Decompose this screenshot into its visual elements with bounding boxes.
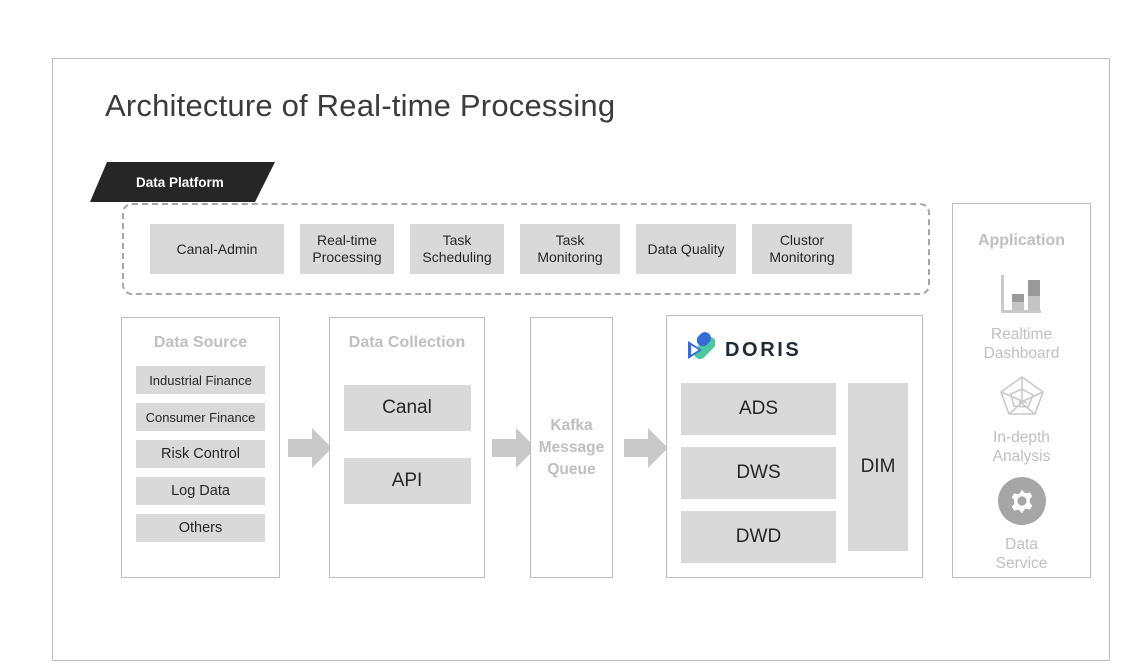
doris-layer-dwd[interactable]: DWD <box>681 511 836 563</box>
doris-logo <box>685 332 716 369</box>
doris-logo-row: DORIS <box>685 332 922 369</box>
radar-chart-icon <box>997 373 1047 424</box>
data-source-item[interactable]: Others <box>136 514 265 542</box>
doris-layer-list: ADS DWS DWD <box>681 383 836 563</box>
platform-tile-label: Canal-Admin <box>176 240 258 257</box>
data-source-item[interactable]: Industrial Finance <box>136 366 265 394</box>
data-collection-item[interactable]: Canal <box>343 385 471 431</box>
doris-wordmark: DORIS <box>725 339 802 361</box>
doris-layer-dws[interactable]: DWS <box>681 447 836 499</box>
data-source-heading: Data Source <box>153 334 248 351</box>
bar-chart-icon <box>998 272 1044 321</box>
data-platform-banner: Data Platform <box>90 162 275 202</box>
data-collection-heading: Data Collection <box>348 334 466 351</box>
doris-panel: DORIS ADS DWS DWD DIM <box>666 315 923 578</box>
arrow-kafka-to-doris <box>624 428 668 468</box>
doris-layer-area: ADS DWS DWD DIM <box>681 383 908 563</box>
doris-layer-ads[interactable]: ADS <box>681 383 836 435</box>
page-title: Architecture of Real-time Processing <box>105 88 616 123</box>
data-collection-item[interactable]: API <box>343 458 471 504</box>
data-source-item[interactable]: Consumer Finance <box>136 403 265 431</box>
application-heading: Application <box>977 232 1066 249</box>
doris-dim-block: DIM <box>848 383 908 551</box>
data-source-item[interactable]: Log Data <box>136 477 265 505</box>
platform-tile[interactable]: Canal-Admin <box>150 224 284 274</box>
gear-circle-icon <box>997 476 1047 531</box>
data-source-item[interactable]: Risk Control <box>136 440 265 468</box>
data-platform-banner-label: Data Platform <box>136 174 224 190</box>
arrow-source-to-collection <box>288 428 332 468</box>
platform-tile[interactable]: Data Quality <box>636 224 736 274</box>
arrow-collection-to-kafka <box>492 428 536 468</box>
platform-tile-label: Data Quality <box>647 240 725 257</box>
